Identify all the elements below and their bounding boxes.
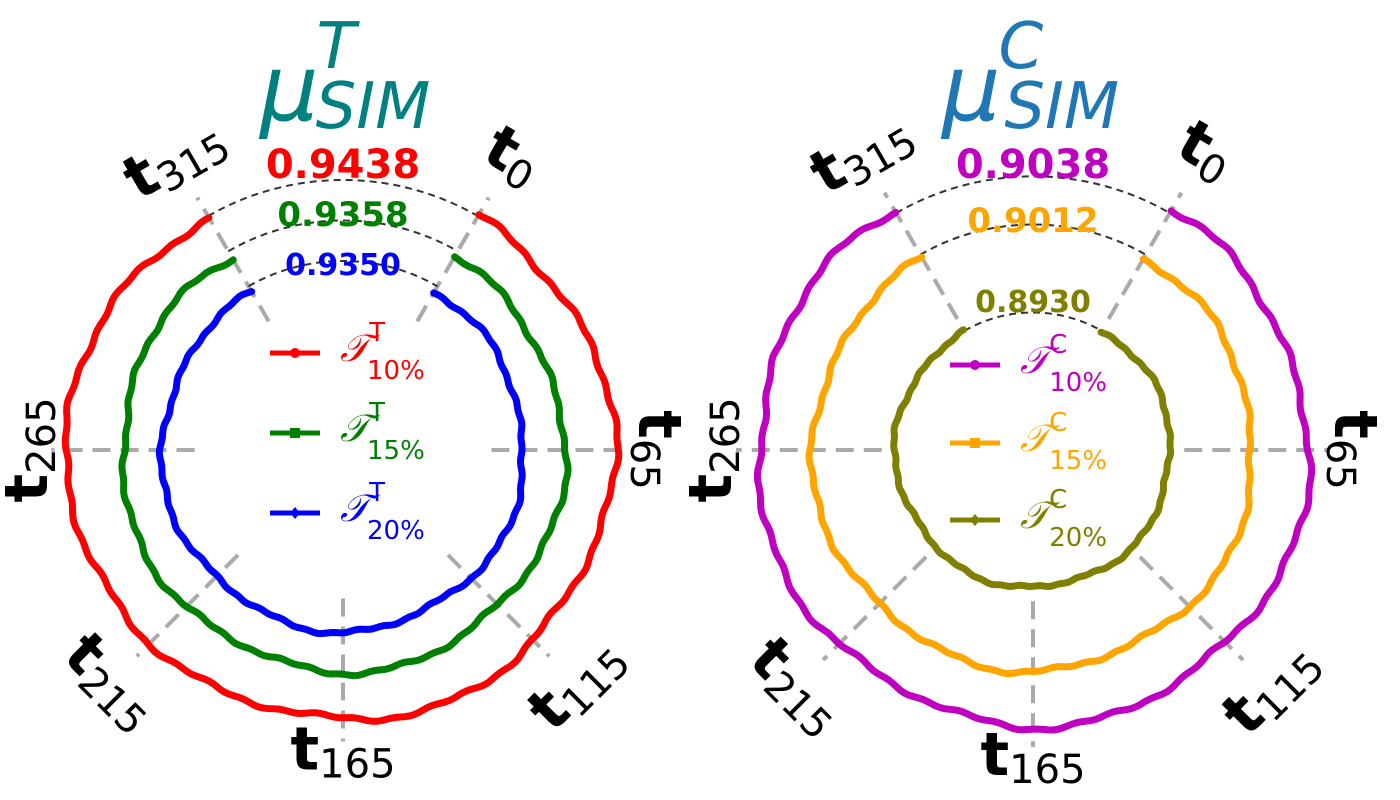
score-label: 0.9438: [266, 142, 420, 188]
score-label: 0.9350: [285, 248, 401, 283]
tick-label: t165: [980, 720, 1085, 793]
tick-label: t315: [111, 101, 239, 217]
tick-label: t265: [0, 397, 65, 502]
gap-arc: [248, 260, 438, 288]
series-line: [890, 326, 1175, 590]
legend-marker: [970, 438, 980, 448]
series-line: [753, 207, 1316, 734]
tick-label: t165: [290, 714, 395, 787]
score-label: 0.8930: [975, 285, 1091, 320]
score-label: 0.9038: [956, 142, 1110, 188]
tick-label: t65: [621, 410, 694, 490]
score-label: 0.9358: [277, 195, 408, 235]
legend-marker: [970, 360, 980, 370]
tick-label: t315: [798, 95, 926, 211]
series-line: [805, 253, 1254, 678]
legend-marker: [290, 428, 300, 438]
legend-marker: [970, 514, 980, 526]
gap-arc: [895, 175, 1171, 214]
series-line: [61, 211, 623, 725]
series-line: [155, 288, 526, 638]
series-line: [118, 253, 572, 680]
legend-marker: [290, 507, 300, 519]
gap-arc: [207, 179, 479, 218]
tick-label: t0: [471, 111, 555, 202]
gap-arc: [919, 223, 1147, 256]
tick-label: t65: [1317, 410, 1390, 490]
legend-marker: [290, 348, 300, 358]
score-label: 0.9012: [967, 201, 1098, 241]
tick-label: t0: [1164, 106, 1248, 197]
tick-label: t265: [676, 397, 749, 502]
gap-arc: [963, 311, 1103, 332]
gap-arc: [227, 219, 459, 253]
